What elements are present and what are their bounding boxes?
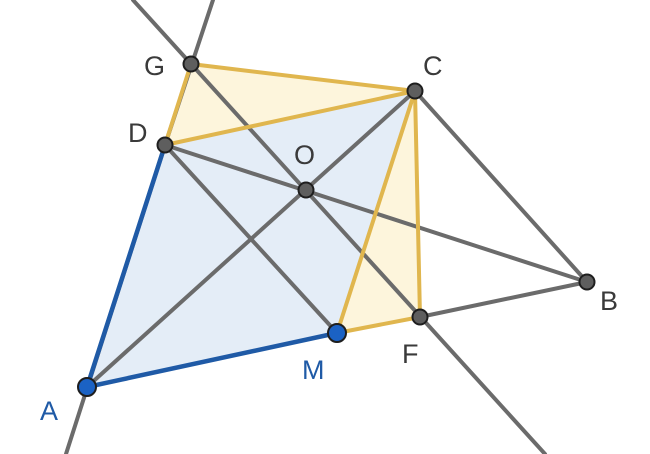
label-f: F xyxy=(402,339,419,369)
label-d: D xyxy=(128,118,148,148)
point-a[interactable] xyxy=(77,377,97,397)
point-g[interactable] xyxy=(182,55,200,73)
label-b: B xyxy=(600,286,618,316)
points xyxy=(77,55,596,397)
point-m[interactable] xyxy=(327,323,347,343)
point-b[interactable] xyxy=(578,273,596,291)
segment-mc xyxy=(335,89,417,335)
label-a: A xyxy=(40,396,58,426)
label-c: C xyxy=(423,51,443,81)
blue-segments xyxy=(84,142,340,390)
segment-dg xyxy=(163,62,193,147)
segment-ad xyxy=(84,142,168,390)
point-c[interactable] xyxy=(406,82,424,100)
point-o[interactable] xyxy=(297,181,315,199)
segment-fb xyxy=(418,280,589,319)
segment-cb xyxy=(413,89,589,284)
gold-segments xyxy=(163,62,422,335)
label-o: O xyxy=(294,140,315,170)
label-m: M xyxy=(302,355,325,385)
line-through-g-o-f xyxy=(131,0,547,454)
label-g: G xyxy=(144,51,165,81)
segment-gc xyxy=(189,62,417,93)
segment-am xyxy=(84,330,340,390)
segment-cf xyxy=(413,89,422,319)
segment-dm xyxy=(163,143,339,335)
point-f[interactable] xyxy=(411,308,429,326)
segment-mf xyxy=(335,315,422,335)
segment-dc xyxy=(163,89,417,147)
point-d[interactable] xyxy=(156,136,174,154)
